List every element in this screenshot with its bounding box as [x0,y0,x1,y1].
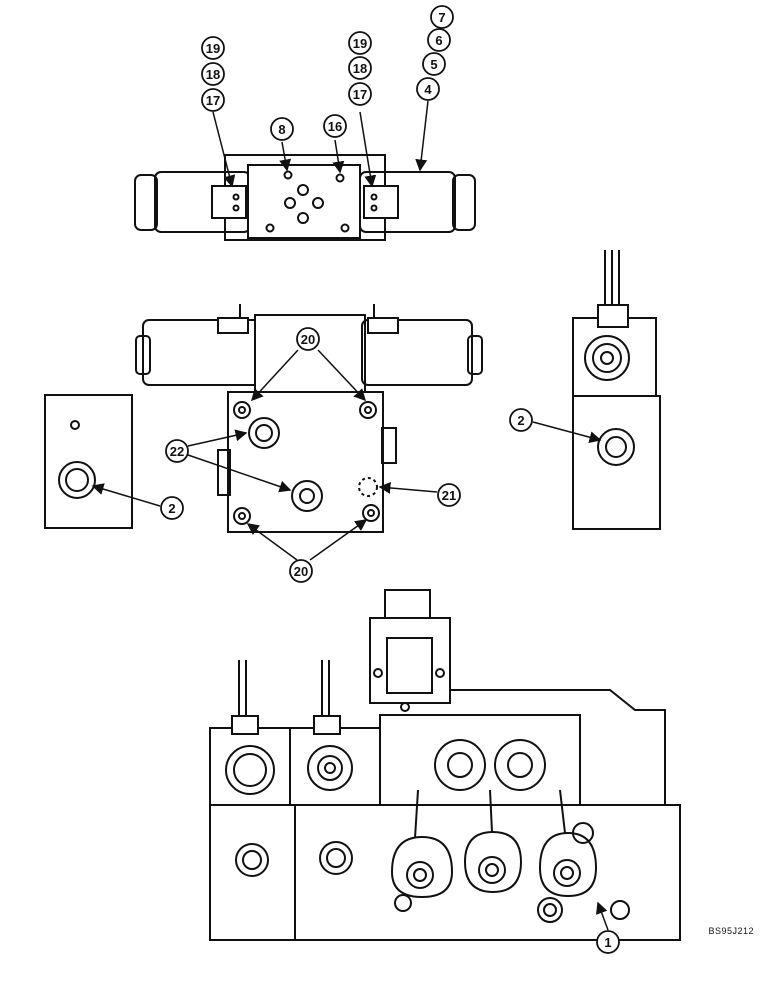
callout-2-right: 2 [517,413,524,428]
callout-circles [160,5,620,954]
top-valve-view [134,154,476,241]
callout-19-right: 19 [353,36,367,51]
left-side-view [44,394,133,529]
callout-5: 5 [430,57,437,72]
callout-21: 21 [442,488,456,503]
callout-7: 7 [438,10,445,25]
bottom-assembly-view [209,589,681,941]
callout-17-right: 17 [353,87,367,102]
callout-8: 8 [278,122,285,137]
callout-1: 1 [604,935,611,950]
callout-17-left: 17 [206,93,220,108]
callout-19-left: 19 [206,41,220,56]
callout-2-left: 2 [168,501,175,516]
callout-20-bottom: 20 [294,564,308,579]
callout-20-top: 20 [301,332,315,347]
right-side-view [572,250,661,530]
callout-4: 4 [424,82,432,97]
callout-16: 16 [328,119,342,134]
callout-18-right: 18 [353,61,367,76]
callout-22: 22 [170,444,184,459]
figure-reference-code: BS95J212 [708,926,754,936]
callout-labels: 7 6 5 4 19 18 17 19 18 17 8 16 20 22 21 … [168,10,611,950]
leader-lines [91,100,609,931]
callout-18-left: 18 [206,67,220,82]
middle-valve-view [135,304,483,533]
callout-6: 6 [435,33,442,48]
